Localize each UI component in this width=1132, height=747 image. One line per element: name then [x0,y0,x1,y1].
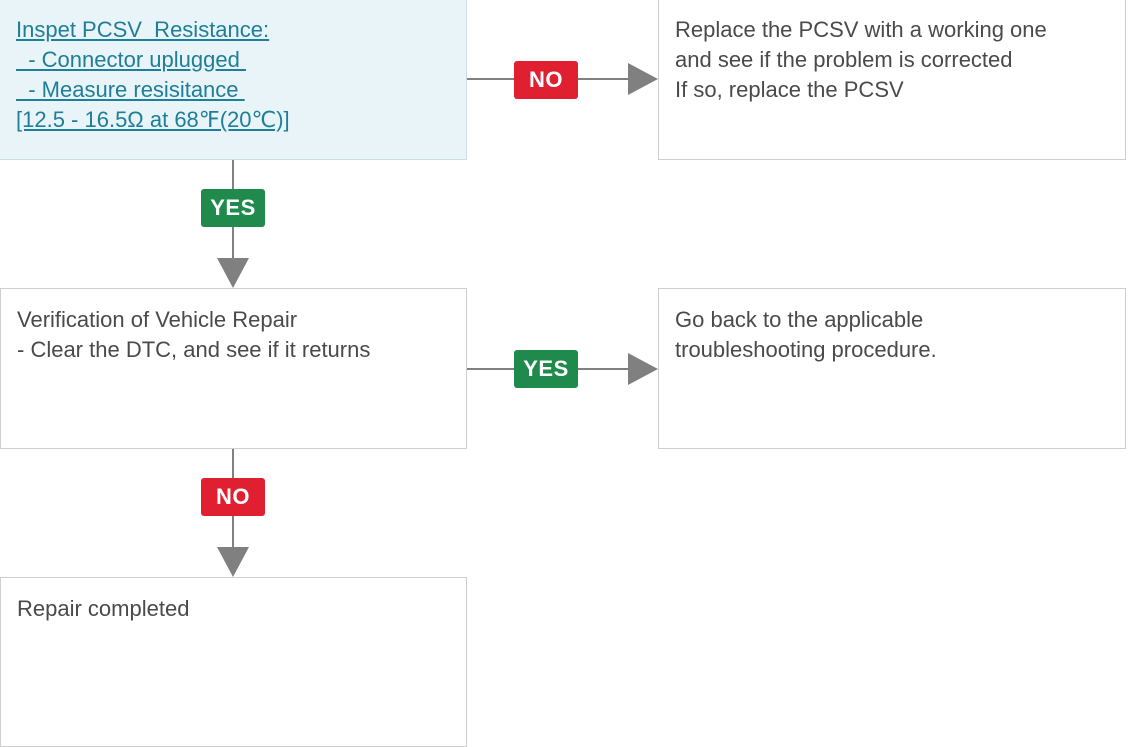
verification-box: Verification of Vehicle Repair - Clear t… [0,288,467,449]
arrowhead-inspect-to-replace [628,63,658,95]
measure-resistance-link[interactable]: - Measure resisitance [16,77,245,102]
yes-badge-verify: YES [514,350,578,388]
repair-completed-text: Repair completed [17,596,190,621]
go-back-box: Go back to the applicable troubleshootin… [658,288,1126,449]
verification-step: - Clear the DTC, and see if it returns [17,337,371,362]
inspect-pcsv-link[interactable]: Inspet PCSV Resistance: [16,17,270,42]
replace-pcsv-box: Replace the PCSV with a working one and … [658,0,1126,160]
connector-unplugged-link[interactable]: - Connector uplugged [16,47,246,72]
arrowhead-verify-to-done [217,547,249,577]
arrowhead-verify-to-goback [628,353,658,385]
verification-title: Verification of Vehicle Repair [17,307,298,332]
go-back-text-1: Go back to the applicable [675,307,924,332]
replace-pcsv-text-2: and see if the problem is corrected [675,47,1013,72]
no-badge-inspect: NO [514,61,578,99]
repair-completed-box: Repair completed [0,577,467,747]
arrowhead-inspect-to-verify [217,258,249,288]
go-back-text-2: troubleshooting procedure. [675,337,937,362]
resistance-spec-link[interactable]: [12.5 - 16.5Ω at 68℉(20℃)] [16,107,290,132]
inspect-pcsv-box: Inspet PCSV Resistance: - Connector uplu… [0,0,467,160]
replace-pcsv-text-3: If so, replace the PCSV [675,77,904,102]
yes-badge-inspect: YES [201,189,265,227]
no-badge-verify: NO [201,478,265,516]
replace-pcsv-text-1: Replace the PCSV with a working one [675,17,1047,42]
